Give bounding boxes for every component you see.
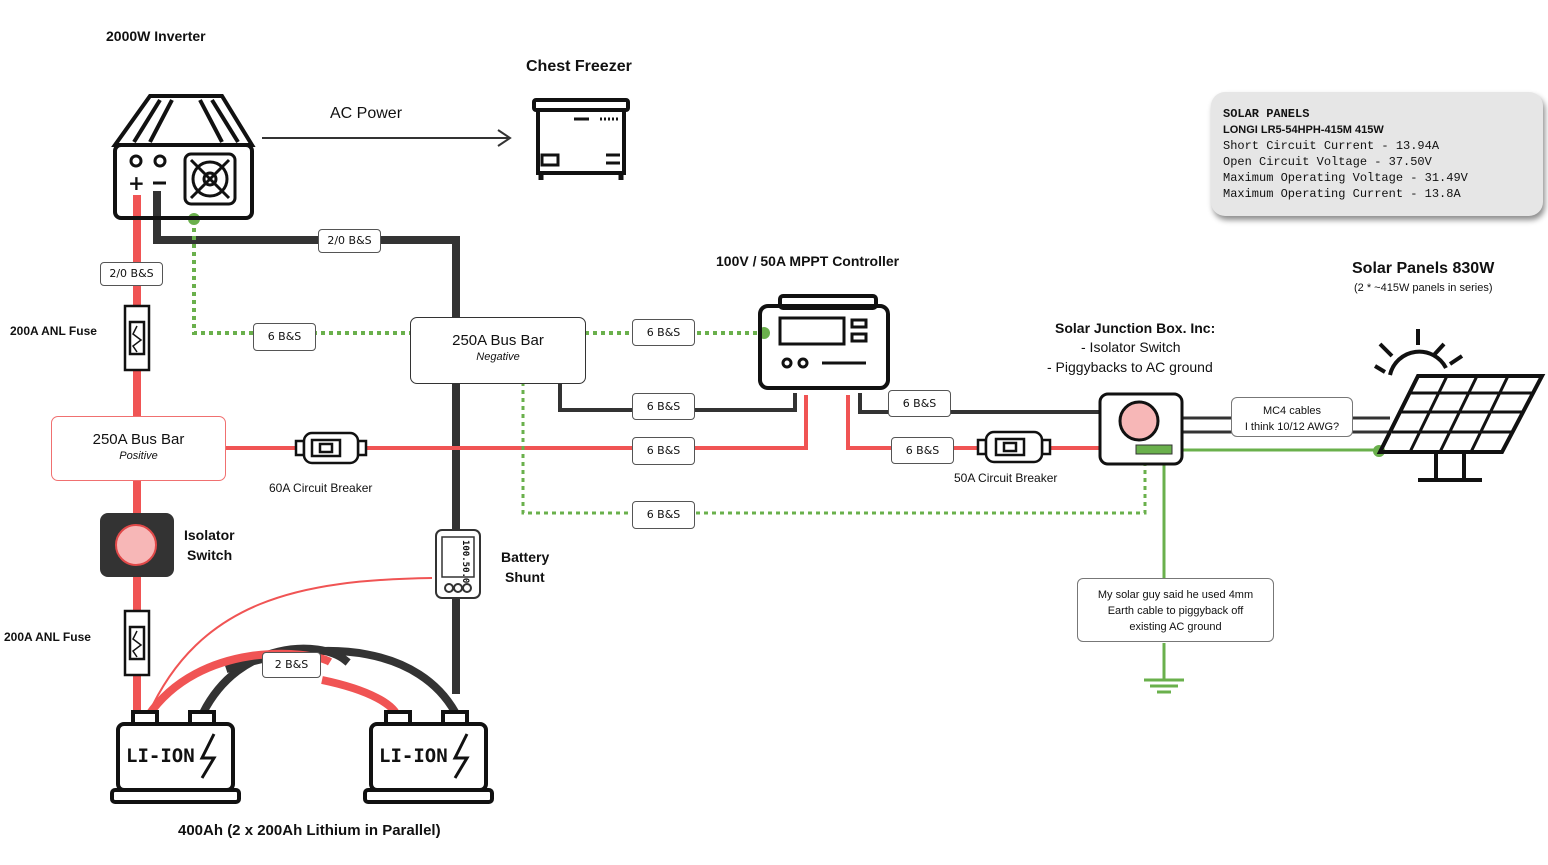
cable-tag-pv-positive: 6 B&S [891,437,954,464]
bus-bar-negative-sub: Negative [476,351,520,363]
cable-tag-neg-to-mppt: 6 B&S [632,319,695,346]
breaker-60-label: 60A Circuit Breaker [269,481,373,495]
shunt-label-2: Shunt [505,569,545,585]
spec-model: LONGI LR5-54HPH-415M 415W [1223,124,1384,136]
earth-note-line2: Earth cable to piggyback off [1107,605,1244,617]
bus-bar-positive: 250A Bus Bar Positive [51,416,226,481]
spec-line-open-circuit: Open Circuit Voltage - 37.50V [1223,155,1432,169]
battery-right-label: LI-ION [379,745,448,767]
battery-shunt-icon [435,529,481,599]
cable-tag-pv-negative: 6 B&S [888,390,951,417]
freezer-icon [532,98,630,180]
ac-power-label: AC Power [330,105,403,122]
solar-panel-spec-box: SOLAR PANELS LONGI LR5-54HPH-415M 415W S… [1211,92,1543,216]
cable-tag-2-0-left: 2/0 B&S [100,262,163,286]
mc4-cables-note: MC4 cables I think 10/12 AWG? [1231,397,1353,437]
bus-bar-negative: 250A Bus Bar Negative [410,317,586,384]
ac-power-arrow [262,129,512,147]
shunt-display: 100.50.0 [460,540,470,583]
anl-fuse-top-icon [123,304,151,372]
cable-tag-mppt-negative: 6 B&S [632,393,695,420]
bus-bar-positive-title: 250A Bus Bar [92,431,185,448]
cable-tag-inverter-ground: 6 B&S [253,323,316,351]
fuse-top-label: 200A ANL Fuse [10,324,97,338]
inverter-icon: + [111,94,256,220]
breaker-50-label: 50A Circuit Breaker [954,471,1058,485]
earth-cable-note: My solar guy said he used 4mm Earth cabl… [1077,578,1274,642]
cable-tag-ground: 6 B&S [632,501,695,529]
isolator-label-2: Switch [187,547,233,563]
junction-box-icon [1098,392,1184,466]
battery-bank-title: 400Ah (2 x 200Ah Lithium in Parallel) [178,822,441,839]
breaker-50a-icon [976,430,1052,464]
isolator-switch-icon [100,513,174,577]
anl-fuse-bottom-icon [123,609,151,677]
mc4-note-line1: MC4 cables [1262,405,1322,417]
fuse-bottom-label: 200A ANL Fuse [4,630,91,644]
battery-left-icon [110,710,241,804]
battery-left-label: LI-ION [126,745,195,767]
junction-box-line2: - Piggybacks to AC ground [1047,359,1213,375]
svg-text:+: + [128,171,145,195]
mc4-note-line2: I think 10/12 AWG? [1244,421,1340,433]
freezer-title: Chest Freezer [526,58,632,75]
solar-panels-title: Solar Panels 830W [1352,260,1495,277]
shunt-label-1: Battery [501,549,550,565]
isolator-label-1: Isolator [184,527,235,543]
spec-line-max-voltage: Maximum Operating Voltage - 31.49V [1223,171,1468,185]
bus-bar-positive-sub: Positive [119,450,158,462]
cable-tag-2-0-top: 2/0 B&S [318,229,381,253]
spec-heading: SOLAR PANELS [1223,107,1310,121]
spec-line-max-current: Maximum Operating Current - 13.8A [1223,187,1461,201]
bus-bar-negative-title: 250A Bus Bar [452,332,544,349]
cable-tag-mppt-positive: 6 B&S [632,437,695,465]
cable-tag-battery-2bs: 2 B&S [262,652,321,678]
inverter-title: 2000W Inverter [106,28,206,44]
earth-note-line3: existing AC ground [1129,621,1222,633]
breaker-60a-icon [294,431,368,465]
battery-right-icon [363,710,494,804]
positive-wires [133,195,1100,720]
spec-line-short-circuit: Short Circuit Current - 13.94A [1223,139,1440,153]
earth-note-line1: My solar guy said he used 4mm [1097,589,1254,601]
solar-panel-icon [1373,329,1546,482]
junction-box-title: Solar Junction Box. Inc: [1055,320,1216,336]
solar-panels-subtitle: (2 * ~415W panels in series) [1354,282,1493,294]
mppt-title: 100V / 50A MPPT Controller [716,253,900,269]
mppt-controller-icon [758,294,890,390]
junction-box-line1: - Isolator Switch [1081,339,1181,355]
